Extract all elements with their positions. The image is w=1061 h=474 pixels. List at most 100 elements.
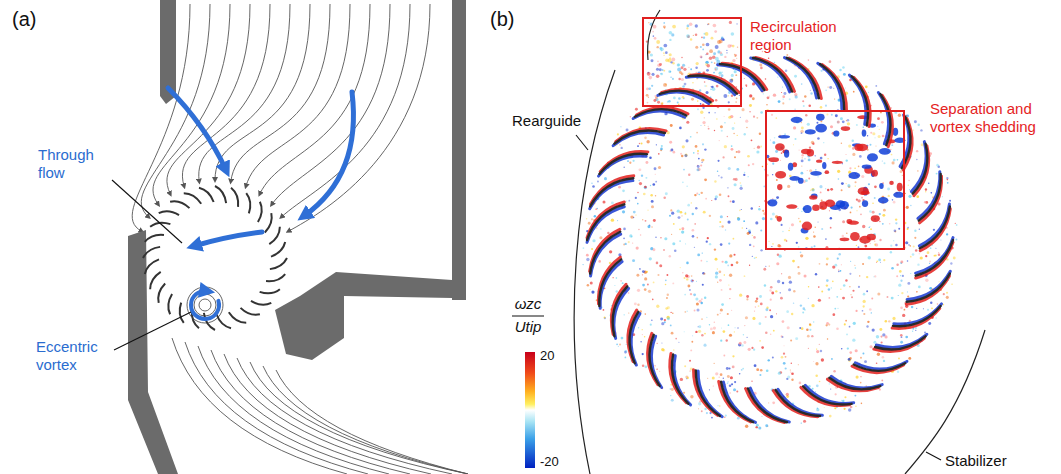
vorticity-speck: [772, 401, 775, 404]
vorticity-speck: [638, 229, 640, 231]
vorticity-speck: [772, 198, 773, 199]
vorticity-speck: [684, 277, 686, 279]
vorticity-speck: [629, 162, 631, 164]
vorticity-speck: [855, 349, 858, 352]
vorticity-speck: [704, 408, 706, 410]
vorticity-speck: [744, 275, 746, 277]
vorticity-speck: [669, 53, 672, 56]
vorticity-speck: [810, 90, 811, 91]
shed-vortex: [833, 130, 839, 136]
vorticity-speck: [857, 199, 860, 202]
vorticity-speck: [670, 388, 671, 389]
vorticity-speck: [874, 185, 877, 188]
vorticity-speck: [877, 353, 880, 356]
vorticity-speck: [845, 320, 847, 322]
vorticity-speck: [654, 167, 657, 170]
vorticity-speck: [842, 400, 844, 402]
vorticity-speck: [696, 308, 699, 311]
vorticity-speck: [756, 368, 759, 371]
shed-vortex: [878, 197, 888, 203]
vorticity-speck: [852, 153, 855, 156]
vorticity-speck: [863, 126, 864, 127]
vorticity-speck: [741, 344, 744, 347]
vorticity-speck: [664, 319, 666, 321]
vorticity-speck: [955, 223, 956, 224]
vorticity-speck: [595, 208, 597, 210]
vorticity-speck: [863, 305, 865, 307]
fan-blade: [271, 242, 285, 257]
vorticity-speck: [671, 58, 675, 62]
vorticity-speck: [846, 120, 847, 121]
vorticity-speck: [827, 86, 828, 87]
vorticity-speck: [665, 284, 667, 286]
vorticity-speck: [851, 296, 853, 298]
vorticity-speck: [820, 106, 823, 109]
vorticity-speck: [656, 369, 657, 370]
vorticity-speck: [739, 95, 740, 96]
vorticity-speck: [899, 270, 902, 273]
vorticity-speck: [776, 313, 777, 314]
vorticity-speck: [635, 197, 637, 199]
vorticity-speck: [663, 70, 665, 72]
fan-blade: [852, 76, 869, 125]
vorticity-speck: [701, 334, 703, 336]
fan-blade: [159, 211, 179, 215]
vorticity-speck: [754, 364, 757, 367]
vorticity-speck: [855, 267, 857, 269]
streamlines: [132, 4, 468, 474]
fan-blade: [215, 186, 226, 203]
vorticity-speck: [640, 234, 641, 235]
vorticity-speck: [619, 343, 621, 345]
vorticity-speck: [708, 126, 709, 127]
vorticity-speck: [808, 178, 810, 180]
vorticity-speck: [682, 96, 684, 98]
leader-line: [112, 180, 182, 243]
vorticity-speck: [728, 324, 730, 326]
vorticity-speck: [787, 376, 790, 379]
vorticity-speck: [842, 235, 844, 237]
fan-blade: [920, 206, 950, 248]
vorticity-speck: [768, 402, 769, 403]
vorticity-speck: [828, 288, 830, 290]
vorticity-speck: [798, 246, 800, 248]
vorticity-speck: [663, 25, 666, 28]
vorticity-speck: [826, 284, 828, 286]
vorticity-speck: [636, 274, 639, 277]
vorticity-speck: [696, 281, 697, 282]
vorticity-speck: [620, 147, 622, 149]
vorticity-speck: [854, 265, 855, 266]
vorticity-speck: [671, 399, 674, 402]
vorticity-speck: [852, 339, 855, 342]
vorticity-speck: [855, 185, 856, 186]
vorticity-speck: [785, 70, 788, 73]
vorticity-speck: [769, 289, 771, 291]
fan-blade: [907, 274, 950, 302]
fan-blade: [803, 386, 852, 404]
vorticity-speck: [877, 117, 880, 120]
vorticity-speck: [706, 317, 707, 318]
vorticity-speck: [898, 357, 900, 359]
vorticity-speck: [842, 66, 845, 69]
vorticity-speck: [660, 73, 663, 76]
vorticity-speck: [919, 229, 920, 230]
vorticity-speck: [603, 201, 606, 204]
vorticity-speck: [729, 384, 732, 387]
vorticity-speck: [732, 127, 735, 130]
fan-blade: [587, 204, 624, 240]
vorticity-speck: [685, 375, 688, 378]
vorticity-speck: [890, 245, 892, 247]
vorticity-speck: [702, 43, 705, 46]
vorticity-speck: [892, 199, 894, 201]
vorticity-speck: [912, 253, 915, 256]
fan-blade: [266, 274, 285, 281]
vorticity-speck: [616, 290, 618, 292]
vorticity-speck: [736, 151, 738, 153]
vorticity-speck: [827, 158, 828, 159]
vorticity-speck: [695, 34, 698, 37]
vorticity-speck: [840, 117, 843, 120]
region-box: Separation and vortex shedding: [765, 110, 905, 250]
vorticity-speck: [757, 146, 760, 149]
vorticity-speck: [700, 111, 703, 114]
vorticity-speck: [681, 78, 684, 81]
vorticity-speck: [657, 274, 659, 276]
